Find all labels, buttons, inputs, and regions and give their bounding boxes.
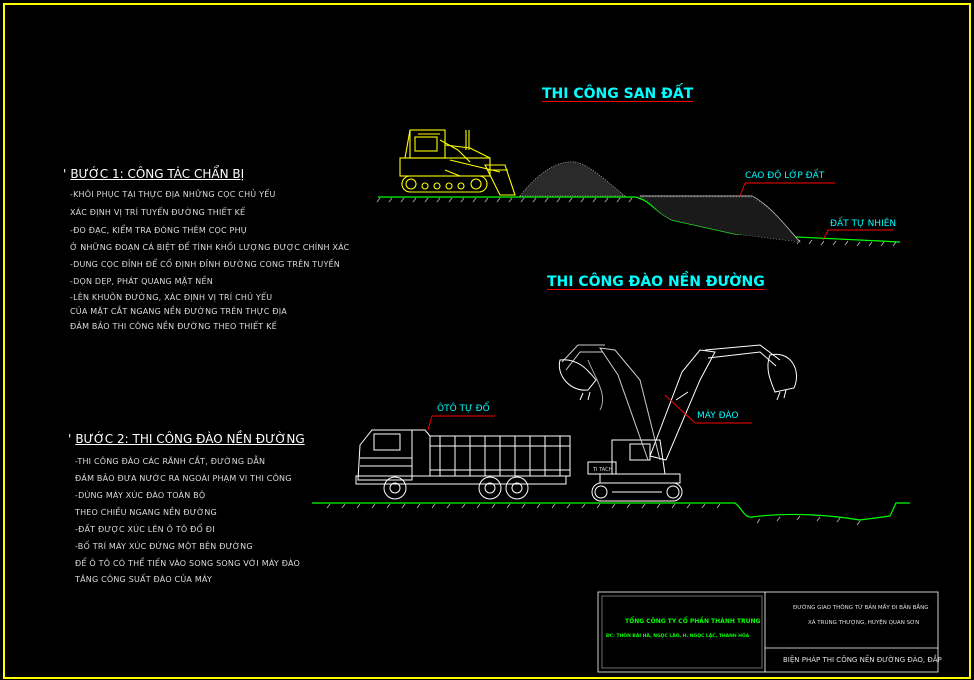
project-line-2: XÃ TRUNG THƯỢNG, HUYỆN QUAN SƠN (808, 620, 920, 626)
ground-hatch (376, 197, 897, 247)
step2-title-text: BƯỚC 2: THI CÔNG ĐÀO NỀN ĐƯỜNG (75, 432, 305, 446)
step1-bullet: ' (63, 167, 67, 181)
step2-bullet: ' (68, 432, 72, 446)
step1-title-text: BƯỚC 1: CÔNG TÁC CHẨN BỊ (70, 167, 245, 181)
step1-line: -KHÔI PHỤC TẠI THỰC ĐỊA NHỮNG CỌC CHỦ YẾ… (70, 190, 276, 199)
bulldozer (399, 129, 516, 196)
label-o-to-tu-do: ÔTÔ TỰ ĐỔ (437, 404, 490, 414)
step1-line: -DỌN DẸP, PHÁT QUANG MẶT NỀN (70, 277, 213, 286)
step1-line: -ĐO ĐẠC, KIỂM TRA ĐÓNG THÊM CỌC PHỤ (70, 226, 247, 235)
dump-truck (355, 429, 571, 500)
step2-line: -BỐ TRÍ MÁY XÚC ĐỨNG MỘT BÊN ĐƯỜNG (75, 542, 253, 551)
company-name: TỔNG CÔNG TY CỔ PHẦN THÀNH TRUNG (625, 618, 761, 625)
step1-line: ĐẢM BẢO THI CÔNG NỀN ĐƯỜNG THEO THIẾT KẾ (70, 322, 277, 331)
drawing-name: BIỆN PHÁP THI CÔNG NỀN ĐƯỜNG ĐÀO, ĐẮP (783, 656, 942, 664)
drawing-frame (3, 3, 971, 679)
dirt-pile (519, 161, 627, 197)
step2-title: 'BƯỚC 2: THI CÔNG ĐÀO NỀN ĐƯỜNG (68, 432, 305, 446)
leader-may-dao (664, 394, 752, 424)
step2-line: -THI CÔNG ĐÀO CÁC RÃNH CẮT, ĐƯỜNG DẪN (75, 457, 266, 466)
leader-dat-tu-nhien (822, 229, 893, 241)
step2-line: ĐỂ Ô TÔ CÓ THỂ TIẾN VÀO SONG SONG VỚI MÁ… (75, 559, 301, 568)
leader-o-to (427, 415, 495, 431)
excavator (558, 344, 797, 502)
title-thi-cong-san-dat: THI CÔNG SAN ĐẤT (542, 86, 694, 102)
step1-line: XÁC ĐỊNH VỊ TRÍ TUYẾN ĐƯỜNG THIẾT KẾ (70, 208, 246, 217)
ground-profile-san-dat (378, 196, 901, 243)
step1-line: -LÊN KHUÔN ĐƯỜNG, XÁC ĐỊNH VỊ TRÍ CHỦ YẾ… (70, 293, 273, 302)
step2-line: -DÙNG MÁY XÚC ĐÀO TOÀN BỘ (75, 491, 206, 500)
label-cao-do-lop-dat: CAO ĐỘ LỚP ĐẤT (745, 171, 825, 181)
company-address: ĐC: THÔN BÃI HÀ, NGỌC LÃO, H. NGỌC LẶC, … (606, 634, 750, 639)
project-line-1: ĐƯỜNG GIAO THÔNG TỪ BẢN MẦY ĐI BẢN BẮNG (793, 605, 929, 611)
step2-line: THEO CHIỀU NGANG NỀN ĐƯỜNG (75, 508, 217, 517)
ground-hatch-2 (326, 503, 861, 526)
step2-line: TĂNG CÔNG SUẤT ĐÀO CỦA MÁY (75, 575, 213, 584)
label-may-dao: MÁY ĐÀO (697, 411, 739, 421)
step1-line: -DUNG CỌC ĐỈNH ĐỂ CỐ ĐỊNH ĐỈNH ĐƯỜNG CON… (70, 260, 340, 269)
step1-title: 'BƯỚC 1: CÔNG TÁC CHẨN BỊ (63, 167, 244, 181)
label-dat-tu-nhien: ĐẤT TỰ NHIÊN (830, 219, 897, 229)
step2-line: -ĐẤT ĐƯỢC XÚC LÊN Ô TÔ ĐỔ ĐI (75, 525, 215, 534)
step2-line: ĐẢM BẢO ĐƯA NƯỚC RA NGOÀI PHẠM VI THI CÔ… (75, 474, 292, 483)
step1-line: Ở NHỮNG ĐOẠN CÁ BIỆT ĐỂ TÍNH KHỐI LƯỢNG … (70, 243, 350, 252)
step1-line: CỦA MẶT CẮT NGANG NỀN ĐƯỜNG TRÊN THỰC ĐỊ… (70, 307, 287, 316)
title-thi-cong-dao-nen: THI CÔNG ĐÀO NỀN ĐƯỜNG (547, 274, 765, 290)
excavator-brand: TI TACH (593, 467, 613, 473)
leader-cao-do (739, 182, 835, 197)
soil-fill (639, 195, 801, 243)
title-block (597, 591, 939, 673)
ground-profile-dao-nen (312, 502, 910, 521)
